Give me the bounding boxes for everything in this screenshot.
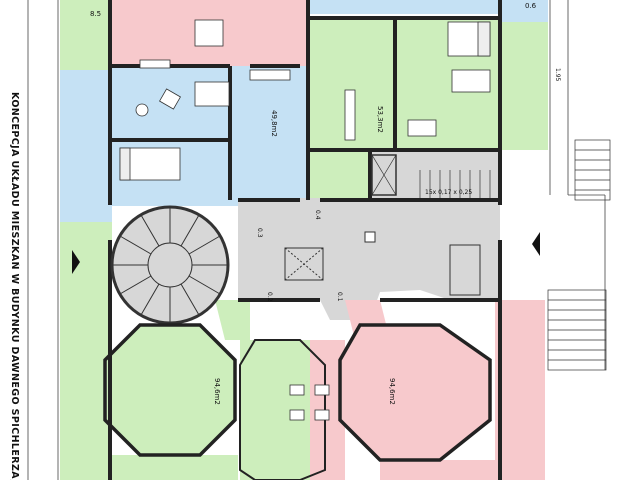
stair-label: 15x 0,17 x 0,25 [425,189,472,196]
label-top-left-mark: 8.5 [90,10,101,18]
stair-block [371,154,491,198]
kitchen-green [344,89,356,141]
zone-green-apartment-lower [310,150,370,198]
zone-green-outer-bottom [60,222,112,480]
drawing-title: KONCEPCJA UKŁADU MIESZKAŃ W BUDYNKU DAWN… [9,92,20,480]
zone-fills [60,0,548,480]
zone-pink-link [345,300,390,340]
chair-blue [135,103,149,117]
label-top-right-mark: 0.6 [525,2,537,10]
entrance-marker-left [72,250,80,274]
frame-lines [27,0,606,480]
corridor-label-b: 0.1 [336,292,343,302]
kitchen-blue [249,69,291,81]
kitchen-pink [139,59,171,69]
spiral-stair [110,205,230,325]
armchair-blue [159,88,181,110]
area-label-left-octagon: 94,6m2 [213,378,221,405]
zone-blue-outer [60,70,112,222]
area-label-green: 53,3m2 [376,106,384,133]
zone-green-octagon [105,325,235,455]
zone-grey-hall [238,198,500,320]
plan-labels: 8.5 0.6 49,8m2 53,3m2 94,6m2 94,6m2 15x … [90,2,561,405]
zone-green-bottom [108,455,238,480]
hall-label-b: 0.4 [314,210,321,220]
bath-fixture-1 [289,384,305,396]
walls [108,0,502,480]
zone-green-right-strip [500,22,548,150]
zone-grey-spiral-stair [112,207,228,323]
hall-label-a: 0.3 [256,228,263,238]
zone-pink-octagon [340,325,490,460]
bed-pink [194,19,224,47]
furniture [119,19,491,421]
zone-blue-top-right [308,0,500,14]
zone-green-outer-top [60,0,112,70]
external-stair [547,139,611,371]
hall-void [284,231,481,296]
entrance-marker-right [532,232,540,256]
zone-blue-top-corner [500,0,548,22]
table-green [407,119,437,137]
corridor-label-a: 0.2 [266,292,273,302]
table-blue [194,81,230,107]
zone-pink-bottom [380,460,495,480]
sofa-green [451,69,491,93]
zone-pink-right [495,300,545,480]
octagon-walls [103,323,492,480]
area-label-blue: 49,8m2 [270,110,278,137]
zone-grey-stair [370,150,500,200]
area-label-right-octagon: 94,6m2 [388,378,396,405]
bath-fixture-3 [314,384,330,396]
bath-fixture-2 [289,409,305,421]
zone-green-link [215,300,250,340]
bath-fixture-4 [314,409,330,421]
right-dimension-label: 1.95 [554,68,561,82]
